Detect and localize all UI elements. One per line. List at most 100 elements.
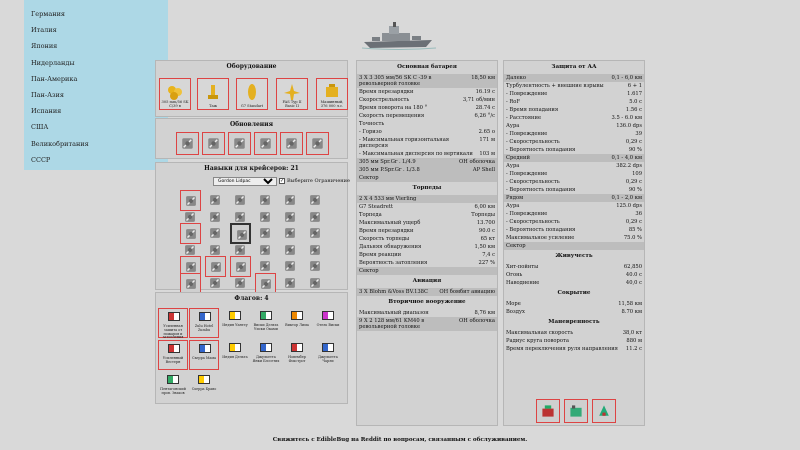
equipment-slot[interactable]: FAS Typ II Basic II (276, 78, 308, 110)
commander-skill-icon[interactable] (255, 223, 276, 244)
engine-room-mod-icon[interactable] (228, 132, 251, 155)
nation-item[interactable]: Япония (31, 42, 58, 51)
flag-caption: Джульетта Чарли (318, 355, 338, 363)
commander-skill-icon[interactable] (180, 190, 201, 211)
commander-skill-icon[interactable] (230, 223, 251, 244)
skills-title: Навыки для крейсеров: 21 (204, 165, 299, 172)
signal-flag[interactable]: Индия Дельта (220, 340, 250, 370)
commander-skill-icon[interactable] (180, 272, 201, 294)
stat-value: 40,0 с (625, 280, 642, 286)
flag-caption: Сьерра Браво (191, 387, 217, 391)
commander-skill-icon[interactable] (305, 207, 326, 228)
equipment-slot[interactable]: G7 Standart (236, 78, 268, 110)
commander-skill-icon[interactable] (280, 207, 301, 228)
stat-label: Сектор (506, 243, 526, 249)
commander-skill-icon[interactable] (305, 190, 326, 211)
commander-skill-icon[interactable] (255, 272, 276, 294)
stat-value: 0,29 с (625, 219, 642, 225)
equipment-slot[interactable]: Машинный, 376 000 л.с. (316, 78, 348, 110)
signal-flag[interactable]: Отель Виски (313, 308, 343, 338)
stat-label: Море (506, 301, 521, 307)
signal-flag[interactable]: Индия Уантеу (220, 308, 250, 338)
commander-skill-icon[interactable] (230, 256, 251, 277)
commander-skill-icon[interactable] (255, 207, 276, 228)
commander-skill-icon[interactable] (305, 273, 326, 294)
signal-flag[interactable]: Пентагонский пров. Знаков (158, 372, 188, 402)
restriction-checkbox[interactable]: ✓ Выберите Ограничение (279, 178, 350, 184)
nation-item[interactable]: Великобритания (31, 139, 89, 148)
stat-row: 9 X 2 128 мм/61 KM40 в револьверной голо… (357, 317, 497, 331)
nation-item[interactable]: Германия (31, 10, 66, 18)
signal-flag[interactable]: Zulu Hotel Zumbu (189, 308, 219, 338)
commander-select[interactable]: Gordon Lidpac (213, 177, 277, 186)
main-battery-mod-icon[interactable] (176, 132, 199, 155)
commander-skill-icon[interactable] (255, 190, 276, 211)
stat-value: 28.74 с (475, 105, 495, 111)
stat-value: 75.0 % (623, 235, 642, 241)
commander-skill-icon[interactable] (230, 190, 251, 211)
commander-skill-icon[interactable] (205, 223, 226, 244)
commander-skill-icon[interactable] (280, 273, 301, 294)
nation-item[interactable]: Пан-Америка (31, 74, 78, 83)
commander-skill-icon[interactable] (305, 240, 326, 261)
checkbox-box[interactable]: ✓ (279, 178, 285, 184)
commander-skill-icon[interactable] (305, 223, 326, 244)
commander-skill-icon[interactable] (230, 273, 251, 294)
signal-flag[interactable]: Виски Дельта Уиски Оками (251, 308, 281, 338)
stat-value: 13.700 (476, 220, 495, 226)
commander-skill-icon[interactable] (180, 240, 201, 261)
commander-skill-icon[interactable] (305, 256, 326, 277)
torpedo-mod-icon[interactable] (306, 132, 329, 155)
signal-flag[interactable]: Сьерра Браво (189, 372, 219, 402)
flag-caption: Усиленная зашита от пожаров и затопления (162, 324, 184, 340)
commander-skill-icon[interactable] (280, 240, 301, 261)
commander-skill-icon[interactable] (205, 207, 226, 228)
commander-skill-icon[interactable] (280, 190, 301, 211)
stat-value: 11,58 км (618, 301, 642, 307)
signal-flag[interactable]: Сьерра Мама (189, 340, 219, 370)
commander-skill-icon[interactable] (205, 240, 226, 261)
commander-skill-icon[interactable] (255, 240, 276, 261)
signal-flag[interactable]: Джульетта Янки Бэссетих (251, 340, 281, 370)
signal-bundle-icon[interactable] (564, 399, 588, 423)
stat-value: 36 (635, 211, 642, 217)
stat-value: 0,29 с (625, 139, 642, 145)
commander-skill-icon[interactable] (280, 223, 301, 244)
camo-icon[interactable] (536, 399, 560, 423)
nation-item[interactable]: Пан-Азия (31, 90, 64, 99)
survivability-title: Живучесть (555, 253, 593, 259)
nation-item[interactable]: США (31, 123, 49, 132)
stat-value: 0,29 с (625, 179, 642, 185)
commander-skill-icon[interactable] (180, 223, 201, 244)
commander-skill-icon[interactable] (205, 273, 226, 294)
nation-item[interactable]: Испания (31, 107, 62, 116)
nation-item[interactable]: Италия (31, 26, 57, 35)
commander-skill-icon[interactable] (230, 240, 251, 261)
commander-skill-icon[interactable] (205, 256, 226, 277)
signal-flag[interactable]: Усиленная зашита от пожаров и затопления (158, 308, 188, 340)
commander-skill-icon[interactable] (280, 256, 301, 277)
signal-flag[interactable]: Виктор Лима (282, 308, 312, 338)
aa-guns-mod-icon[interactable] (280, 132, 303, 155)
equipment-slot[interactable]: Tаж (197, 78, 229, 110)
stat-label: - RoF (506, 99, 521, 105)
commander-skill-icon[interactable] (230, 207, 251, 228)
stat-label: 305 мм Spr.Gr . L/4.9 (359, 159, 416, 165)
nation-item[interactable]: Нидерланды (31, 58, 75, 67)
gun-fire-control-icon[interactable] (254, 132, 277, 155)
equipment-slot[interactable]: 305 mm/56 SK C/39 в (159, 78, 191, 110)
commander-skill-icon[interactable] (205, 190, 226, 211)
commander-skill-icon[interactable] (255, 256, 276, 277)
aux-armaments-mod-icon[interactable] (202, 132, 225, 155)
signal-flag[interactable]: Новембер Фокстрот (282, 340, 312, 370)
commander-icon[interactable] (592, 399, 616, 423)
commander-skill-icon[interactable] (180, 207, 201, 228)
nation-item[interactable]: СССР (31, 155, 51, 164)
signal-flag[interactable]: Усиленный Вестерн (158, 340, 188, 370)
flag-4-icon (260, 311, 272, 320)
signal-flag[interactable]: Джульетта Чарли (313, 340, 343, 370)
